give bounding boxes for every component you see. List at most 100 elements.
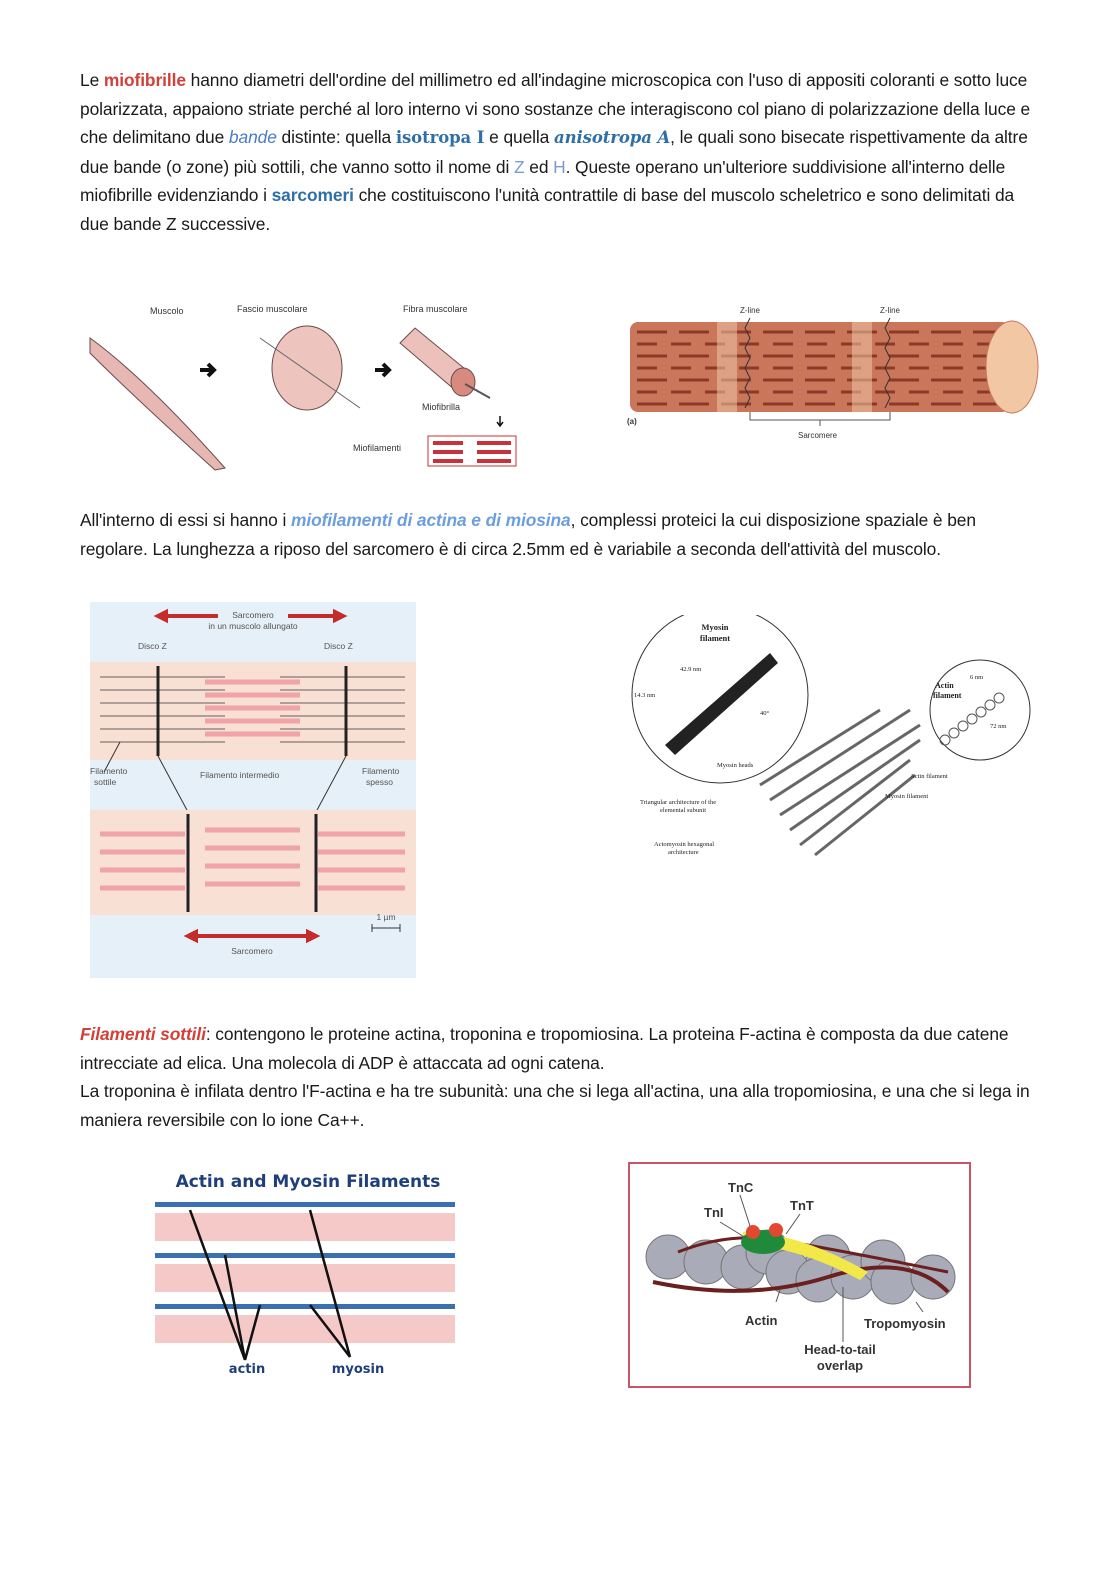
figure-actin-myosin-filaments: Actin and Myosin Filaments actin myosin — [150, 1165, 465, 1380]
label-triangular: Triangular architecture of the — [640, 799, 716, 806]
myofilament-diagram — [427, 435, 517, 467]
term-sarcomeri: sarcomeri — [271, 185, 354, 205]
label-filamento-spesso: Filamento — [362, 766, 400, 776]
label-actin-filament-zoom: filament — [933, 691, 962, 700]
label-myosin: Myosin — [702, 622, 729, 632]
fascicle-shape — [271, 325, 343, 411]
arrow-down-icon — [496, 416, 504, 428]
text: ed — [524, 156, 554, 177]
label-miofilamenti: Miofilamenti — [353, 443, 401, 453]
myosin-filament-shape — [665, 653, 778, 755]
arrow-icon — [200, 362, 217, 378]
muscle-shape — [89, 337, 226, 471]
tnc-shape — [769, 1223, 783, 1237]
striations — [637, 330, 1002, 406]
filament-lattice — [759, 708, 921, 857]
sarcomere-arrow-top — [153, 608, 348, 624]
figure-troponin-complex: TnC TnI TnT Actin Tropomyosin Head-to-ta… — [628, 1162, 971, 1388]
label-tropomyosin: Tropomyosin — [864, 1316, 946, 1331]
panel-label: (a) — [627, 417, 637, 426]
filament-rows — [155, 1202, 455, 1343]
term-filamenti-sottili: Filamenti sottili — [80, 1024, 206, 1044]
pointer-lines — [188, 1209, 352, 1361]
label-tnc: TnC — [728, 1180, 754, 1195]
label-actin-filament: Actin filament — [910, 773, 948, 780]
label-myosin-heads: Myosin heads — [717, 762, 754, 769]
zline-right — [884, 317, 891, 409]
label-72nm: 72 nm — [990, 723, 1006, 730]
label-spesso: spesso — [366, 777, 393, 787]
label-zline-right: Z-line — [880, 306, 901, 315]
label-muscolo-allungato: in un muscolo allungato — [208, 621, 298, 631]
text: . Queste operano un'ulteriore suddivisio… — [80, 156, 1006, 206]
thin-filaments-top — [100, 676, 405, 743]
label-actin: Actin — [745, 1313, 778, 1328]
label-6nm: 6 nm — [970, 674, 983, 681]
figure-myofibril-cylinder: Z-line Z-line (a) Sarcomere — [622, 300, 1042, 450]
text: hanno diametri dell'ordine del millimetr… — [80, 70, 1031, 147]
paragraph-filamenti-sottili: Filamenti sottili: contengono le protein… — [80, 1020, 1040, 1134]
arrow-icon — [375, 362, 392, 378]
text: , le quali sono bisecate rispettivamente… — [80, 127, 1028, 177]
text: La troponina è infilata dentro l'F-actin… — [80, 1081, 1030, 1130]
tropomyosin-strand — [652, 1265, 950, 1294]
label-actin: Actin — [935, 681, 954, 690]
thick-filaments-bottom — [100, 827, 405, 891]
fibre-section — [450, 367, 476, 397]
text: distinte: quella — [276, 127, 396, 147]
label-zline-left: Z-line — [740, 306, 761, 315]
label-angle: 40° — [760, 710, 770, 717]
figure-muscle-hierarchy: Muscolo Fascio muscolare Fibra muscolare… — [85, 298, 535, 473]
scale-bar — [371, 924, 401, 932]
pointer-lines — [719, 1194, 924, 1342]
actin-beads — [939, 692, 1005, 746]
label-actin: actin — [229, 1362, 265, 1377]
term-anisotropa: anisotropa A — [554, 128, 671, 147]
zline-left — [744, 317, 751, 409]
label-myosin-filament: filament — [700, 633, 730, 643]
paragraph-miofibrille: Le miofibrille hanno diametri dell'ordin… — [80, 66, 1040, 238]
label-architecture: architecture — [668, 849, 699, 856]
text: All'interno di essi si hanno i — [80, 510, 291, 530]
term-h: H — [553, 156, 566, 177]
leader-lines — [103, 741, 347, 813]
paragraph-miofilamenti: All'interno di essi si hanno i miofilame… — [80, 506, 1040, 563]
term-miofilamenti: miofilamenti di actina e di miosina — [290, 510, 571, 530]
label-head-to-tail: Head-to-tail — [804, 1342, 876, 1357]
label-myosin-filament-small: Myosin filament — [885, 793, 928, 800]
label-fibra: Fibra muscolare — [403, 304, 468, 314]
term-miofibrille: miofibrille — [103, 70, 186, 90]
label-42-9nm: 42.9 nm — [680, 666, 701, 673]
figure-title: Actin and Myosin Filaments — [176, 1172, 441, 1192]
label-sarcomero-bottom: Sarcomero — [231, 946, 273, 956]
myofibril-end — [985, 320, 1039, 414]
label-scale: 1 µm — [376, 912, 395, 922]
figure-actomyosin-architecture: Myosin filament 42.9 nm 14.3 nm 40° Myos… — [620, 615, 1040, 870]
fibre-line — [259, 337, 361, 409]
actin-zoom-circle — [929, 659, 1031, 761]
myofibril-line — [464, 383, 491, 399]
term-isotropa: isotropa I — [395, 128, 485, 147]
text: che costituiscono l'unità contrattile di… — [80, 185, 1015, 234]
label-fascio: Fascio muscolare — [237, 304, 308, 314]
label-myosin: myosin — [332, 1362, 384, 1377]
text: Le — [80, 70, 104, 90]
label-sarcomere: Sarcomere — [798, 431, 838, 440]
label-miofibrilla: Miofibrilla — [422, 402, 460, 412]
label-tni: TnI — [704, 1205, 724, 1220]
thick-filaments-top — [205, 679, 300, 737]
label-overlap: overlap — [817, 1358, 863, 1373]
label-disco-z-left: Disco Z — [138, 641, 167, 651]
label-sarcomero-top: Sarcomero — [232, 610, 274, 620]
label-14-3nm: 14.3 nm — [634, 692, 655, 699]
text: e quella — [484, 127, 554, 147]
label-elemental-subunit: elemental subunit — [660, 807, 706, 814]
label-sottile: sottile — [94, 777, 116, 787]
label-hexagonal: Actomyosin hexagonal — [654, 841, 714, 848]
label-tnt: TnT — [790, 1198, 814, 1213]
tnc-shape — [746, 1225, 760, 1239]
term-bande: bande — [228, 127, 277, 147]
sarcomere-arrow-bottom — [183, 928, 321, 944]
text: : contengono le proteine actina, troponi… — [80, 1024, 1009, 1073]
label-filamento-sottile: Filamento — [90, 766, 128, 776]
